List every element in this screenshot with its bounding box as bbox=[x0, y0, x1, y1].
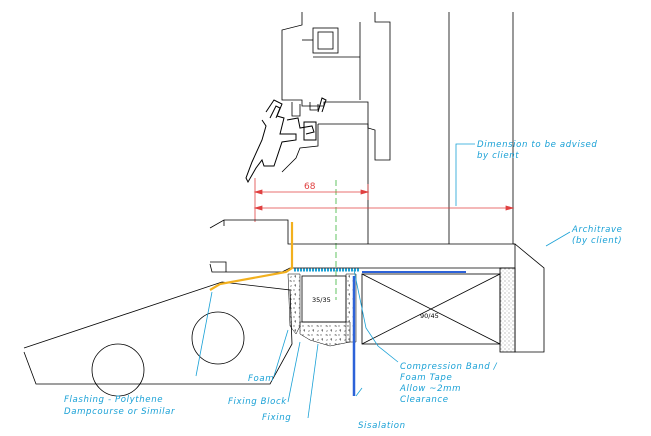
sisalation-label: Sisalation bbox=[358, 421, 406, 431]
bearer-90-45 bbox=[361, 273, 501, 345]
compression-label-line4: Clearance bbox=[400, 395, 449, 405]
compression-label-line3: Allow ~2mm bbox=[399, 384, 461, 394]
compression-label-line1: Compression Band / bbox=[400, 362, 498, 372]
dimension-to-be-advised bbox=[253, 205, 515, 211]
architrave bbox=[499, 243, 545, 353]
window-sash-frame bbox=[281, 12, 391, 161]
sill-board bbox=[209, 219, 516, 273]
sill-block bbox=[281, 123, 369, 238]
wall-lines bbox=[448, 12, 514, 244]
dimension-68-label: 68 bbox=[304, 182, 316, 192]
callout-leaders bbox=[195, 143, 571, 419]
batten-size-label: 35/35 bbox=[312, 296, 331, 304]
foam-fill bbox=[287, 273, 301, 335]
flashing bbox=[209, 222, 294, 291]
flashing-label-line2: Dampcourse or Similar bbox=[64, 407, 175, 417]
architrave-label-line1: Architrave bbox=[571, 225, 623, 235]
drip-profile bbox=[245, 97, 327, 184]
flashing-label-line1: Flashing - Polythene bbox=[64, 395, 163, 405]
architrave-label-line2: (by client) bbox=[572, 236, 622, 246]
dimension-note-line1: Dimension to be advised bbox=[477, 140, 597, 150]
bearer-size-label: 90/45 bbox=[420, 312, 439, 320]
foam-label: Foam bbox=[248, 374, 274, 384]
fixing-block-label: Fixing Block bbox=[228, 397, 287, 407]
dimension-note-line2: by client bbox=[477, 151, 519, 161]
fixing-block-fill bbox=[299, 321, 351, 347]
brick-sill bbox=[23, 281, 293, 397]
compression-label-line2: Foam Tape bbox=[400, 373, 452, 383]
fixing-label: Fixing bbox=[262, 413, 291, 423]
dimension-68 bbox=[253, 178, 370, 222]
